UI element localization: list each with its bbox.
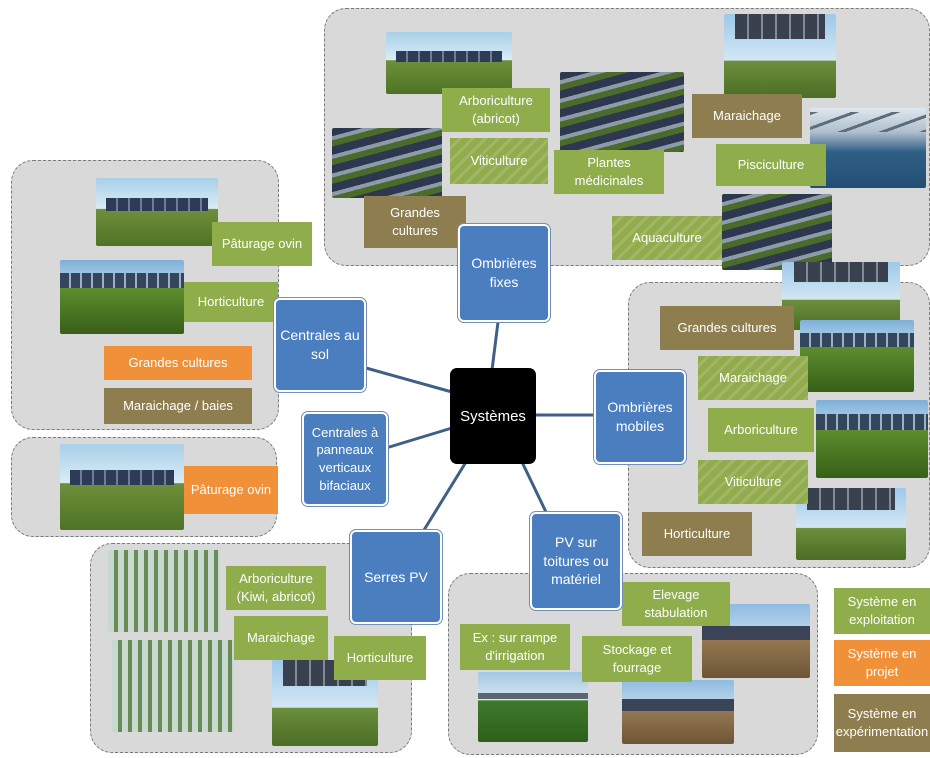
label-grandes-cultures-sol: Grandes cultures: [104, 346, 252, 380]
center-systemes: Systèmes: [450, 368, 536, 464]
label-elevage-stabulation: Elevage stabulation: [622, 582, 730, 626]
line-toitures: [520, 461, 548, 513]
node-serres-pv: Serres PV: [350, 530, 442, 624]
legend-exploitation: Système en exploitation: [834, 588, 930, 634]
line-fixes: [490, 321, 500, 371]
line-sol: [365, 366, 453, 394]
photo-plantes-medicinales: [560, 72, 684, 152]
label-maraichage-fixes: Maraichage: [692, 94, 802, 138]
label-arboriculture-mobiles: Arboriculture: [708, 408, 814, 452]
label-grandes-cultures-fixes: Grandes cultures: [364, 196, 466, 248]
label-horticulture-mobiles: Horticulture: [642, 512, 752, 556]
label-paturage-ovin-sol: Pâturage ovin: [212, 222, 312, 266]
node-ombrieres-fixes: Ombrières fixes: [458, 224, 550, 322]
photo-rampe-irrigation: [478, 672, 588, 742]
label-stockage-fourrage: Stockage et fourrage: [582, 636, 692, 682]
photo-aquaculture: [722, 194, 832, 270]
node-ombrieres-mobiles: Ombrières mobiles: [594, 370, 686, 464]
label-maraichage-serres: Maraichage: [234, 616, 328, 660]
node-pv-toitures: PV sur toitures ou matériel: [530, 512, 622, 610]
photo-maraichage-serres: [112, 640, 234, 732]
photo-horticulture-sol: [60, 260, 184, 334]
node-panneaux-verticaux: Centrales à panneaux verticaux bifaciaux: [302, 412, 388, 506]
label-plantes-medicinales: Plantes médicinales: [554, 150, 664, 194]
label-viticulture-mobiles: Viticulture: [698, 460, 808, 504]
line-verticaux: [385, 426, 453, 450]
photo-horticulture-mobiles: [796, 488, 906, 560]
label-pisciculture: Pisciculture: [716, 144, 826, 186]
label-viticulture-fixes: Viticulture: [450, 138, 548, 184]
photo-arboriculture-serres: [108, 550, 220, 632]
photo-pisciculture: [810, 108, 926, 188]
label-horticulture-serres: Horticulture: [334, 636, 426, 680]
label-arboriculture-kiwi: Arboriculture (Kiwi, abricot): [226, 566, 326, 610]
legend-projet: Système en projet: [834, 640, 930, 686]
photo-stockage: [622, 680, 734, 744]
photo-arboriculture-mobiles: [816, 400, 928, 478]
label-horticulture-sol: Horticulture: [184, 282, 278, 322]
legend-experimentation: Système en expérimentation: [834, 694, 930, 752]
label-grandes-cultures-mobiles: Grandes cultures: [660, 306, 794, 350]
label-arboriculture-abricot: Arboriculture (abricot): [442, 88, 550, 132]
label-paturage-ovin-vertical: Pâturage ovin: [184, 466, 278, 514]
label-rampe-irrigation: Ex : sur rampe d'irrigation: [460, 624, 570, 670]
node-centrales-sol: Centrales au sol: [274, 298, 366, 392]
photo-maraichage-mobiles: [800, 320, 914, 392]
photo-maraichage-fixes: [724, 14, 836, 98]
photo-grandes-cultures-mobiles: [782, 262, 900, 330]
photo-grandes-cultures-fixes: [332, 128, 442, 198]
line-serres: [422, 461, 468, 531]
label-maraichage-baies: Maraichage / baies: [104, 388, 252, 424]
photo-paturage-ovin-vertical: [60, 444, 184, 530]
photo-arboriculture-fixes: [386, 32, 512, 94]
label-aquaculture: Aquaculture: [612, 216, 722, 260]
label-maraichage-mobiles: Maraichage: [698, 356, 808, 400]
photo-paturage-ovin-sol: [96, 178, 218, 246]
